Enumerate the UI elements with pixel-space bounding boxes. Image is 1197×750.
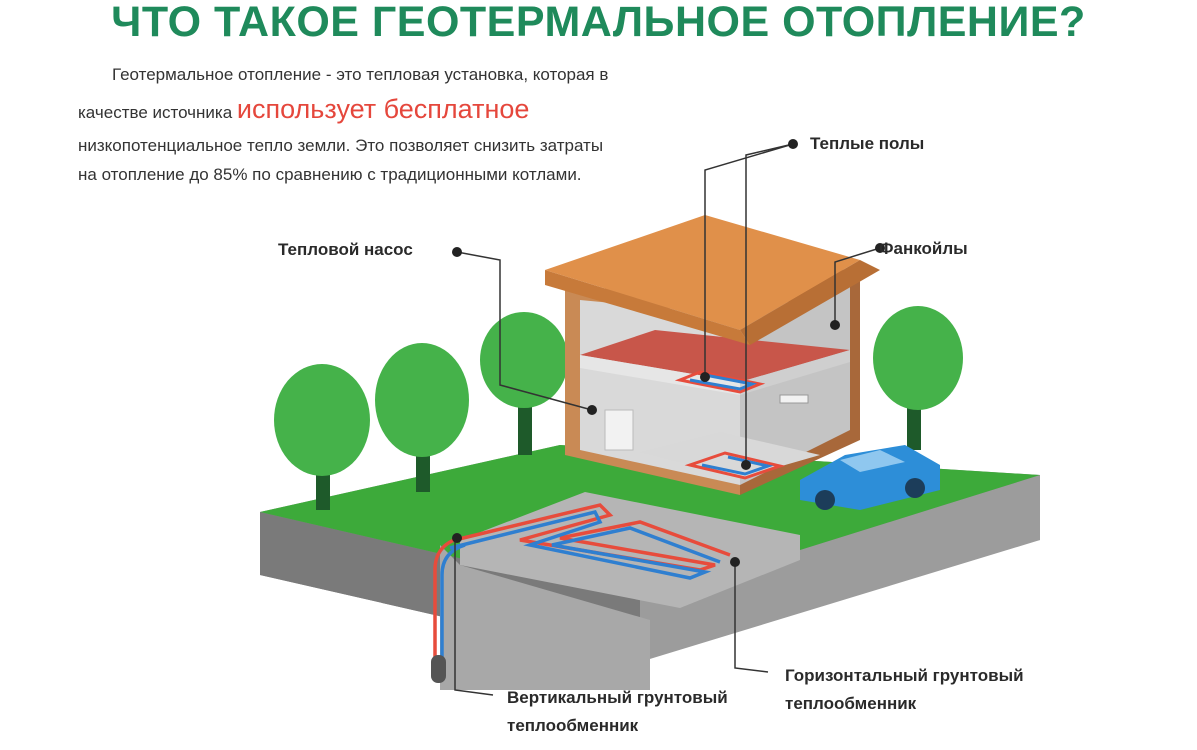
fancoil-unit: [779, 394, 809, 404]
label-vertical-line-2: теплообменник: [507, 716, 639, 735]
label-vertical-exchanger: Вертикальный грунтовый теплообменник: [507, 684, 728, 740]
label-horizontal-line-1: Горизонтальный грунтовый: [785, 666, 1024, 685]
label-heat-pump: Тепловой насос: [278, 240, 413, 259]
intro-line-4: на отопление до 85% по сравнению с тради…: [78, 165, 582, 184]
tree-back: [480, 312, 568, 455]
intro-line-3: низкопотенциальное тепло земли. Это позв…: [78, 136, 604, 155]
house: [545, 215, 880, 495]
tree-mid: [375, 343, 469, 492]
page-title: ЧТО ТАКОЕ ГЕОТЕРМАЛЬНОЕ ОТОПЛЕНИЕ?: [111, 0, 1086, 46]
tree-left: [274, 364, 370, 510]
label-fancoils: Фанкойлы: [879, 239, 968, 258]
intro-line-2: качестве источника использует бесплатное: [78, 92, 728, 130]
horizontal-exchanger-pipes: [449, 503, 731, 580]
label-warm-floors: Теплые полы: [810, 134, 925, 153]
intro-text: Геотермальное отопление - это тепловая у…: [78, 58, 728, 192]
leader-dots: [452, 139, 885, 567]
intro-highlight: использует бесплатное: [236, 94, 530, 124]
intro-line-1: Геотермальное отопление - это тепловая у…: [112, 65, 609, 84]
heat-pump-unit: [604, 409, 634, 451]
intro-line-2-prefix: качестве источника: [78, 103, 237, 122]
label-horizontal-exchanger: Горизонтальный грунтовый теплообменник: [785, 662, 1024, 718]
tree-right: [873, 306, 963, 450]
leader-lines: [454, 143, 881, 696]
label-horizontal-line-2: теплообменник: [785, 694, 917, 713]
car: [800, 445, 940, 510]
label-vertical-line-1: Вертикальный грунтовый: [507, 688, 728, 707]
